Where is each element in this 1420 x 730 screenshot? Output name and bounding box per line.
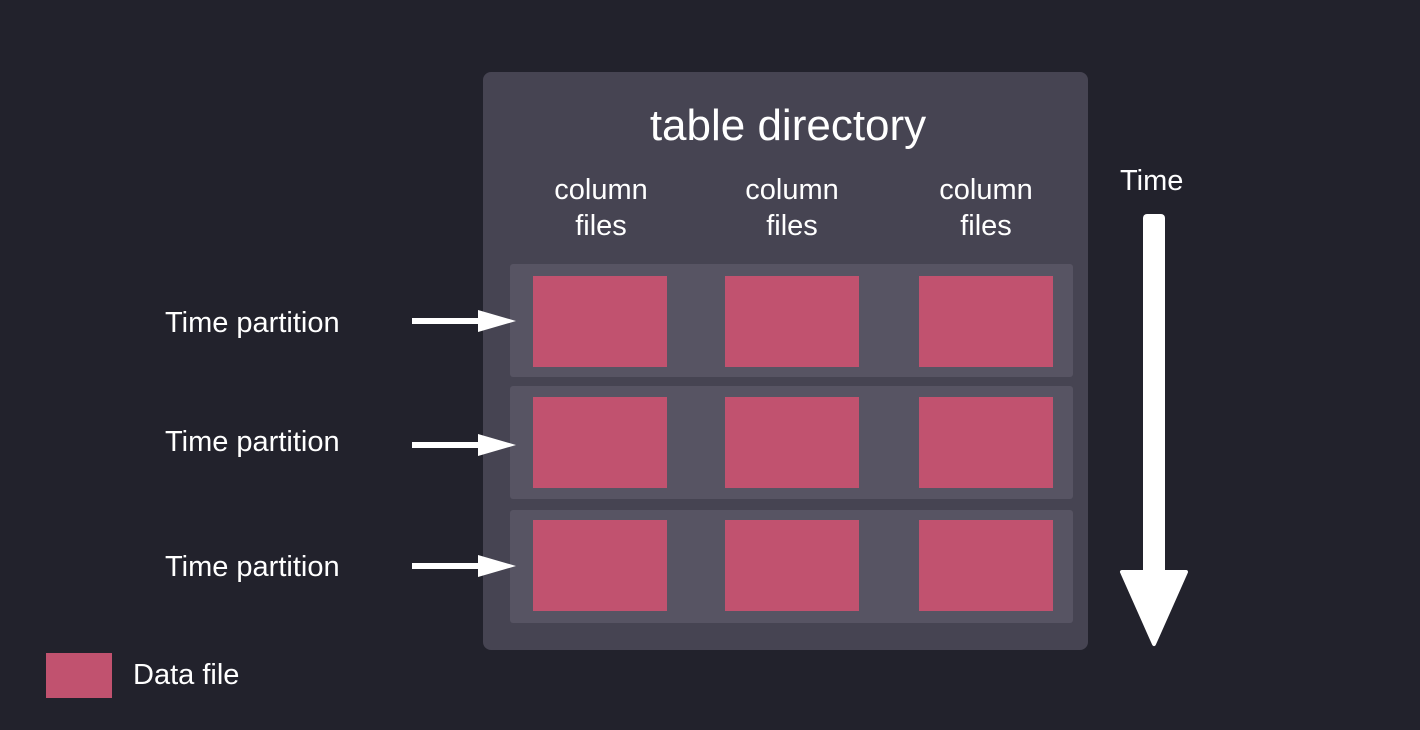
time-partition-label-3: Time partition (165, 551, 340, 583)
legend-data-file-swatch (46, 653, 112, 698)
data-file (533, 276, 667, 367)
time-partition-label-2: Time partition (165, 426, 340, 458)
table-directory-title: table directory (649, 101, 927, 150)
data-file (725, 397, 859, 488)
arrow-right-icon (412, 310, 516, 332)
data-file (919, 520, 1053, 611)
data-file (725, 276, 859, 367)
time-partition-label-1: Time partition (165, 307, 340, 339)
data-file (533, 520, 667, 611)
data-file (533, 397, 667, 488)
data-file (725, 520, 859, 611)
arrow-down-icon (1120, 214, 1188, 646)
arrow-right-icon (412, 555, 516, 577)
arrow-right-icon (412, 434, 516, 456)
legend-data-file-label: Data file (133, 659, 240, 691)
data-file (919, 397, 1053, 488)
time-label: Time (1120, 165, 1184, 197)
data-file (919, 276, 1053, 367)
